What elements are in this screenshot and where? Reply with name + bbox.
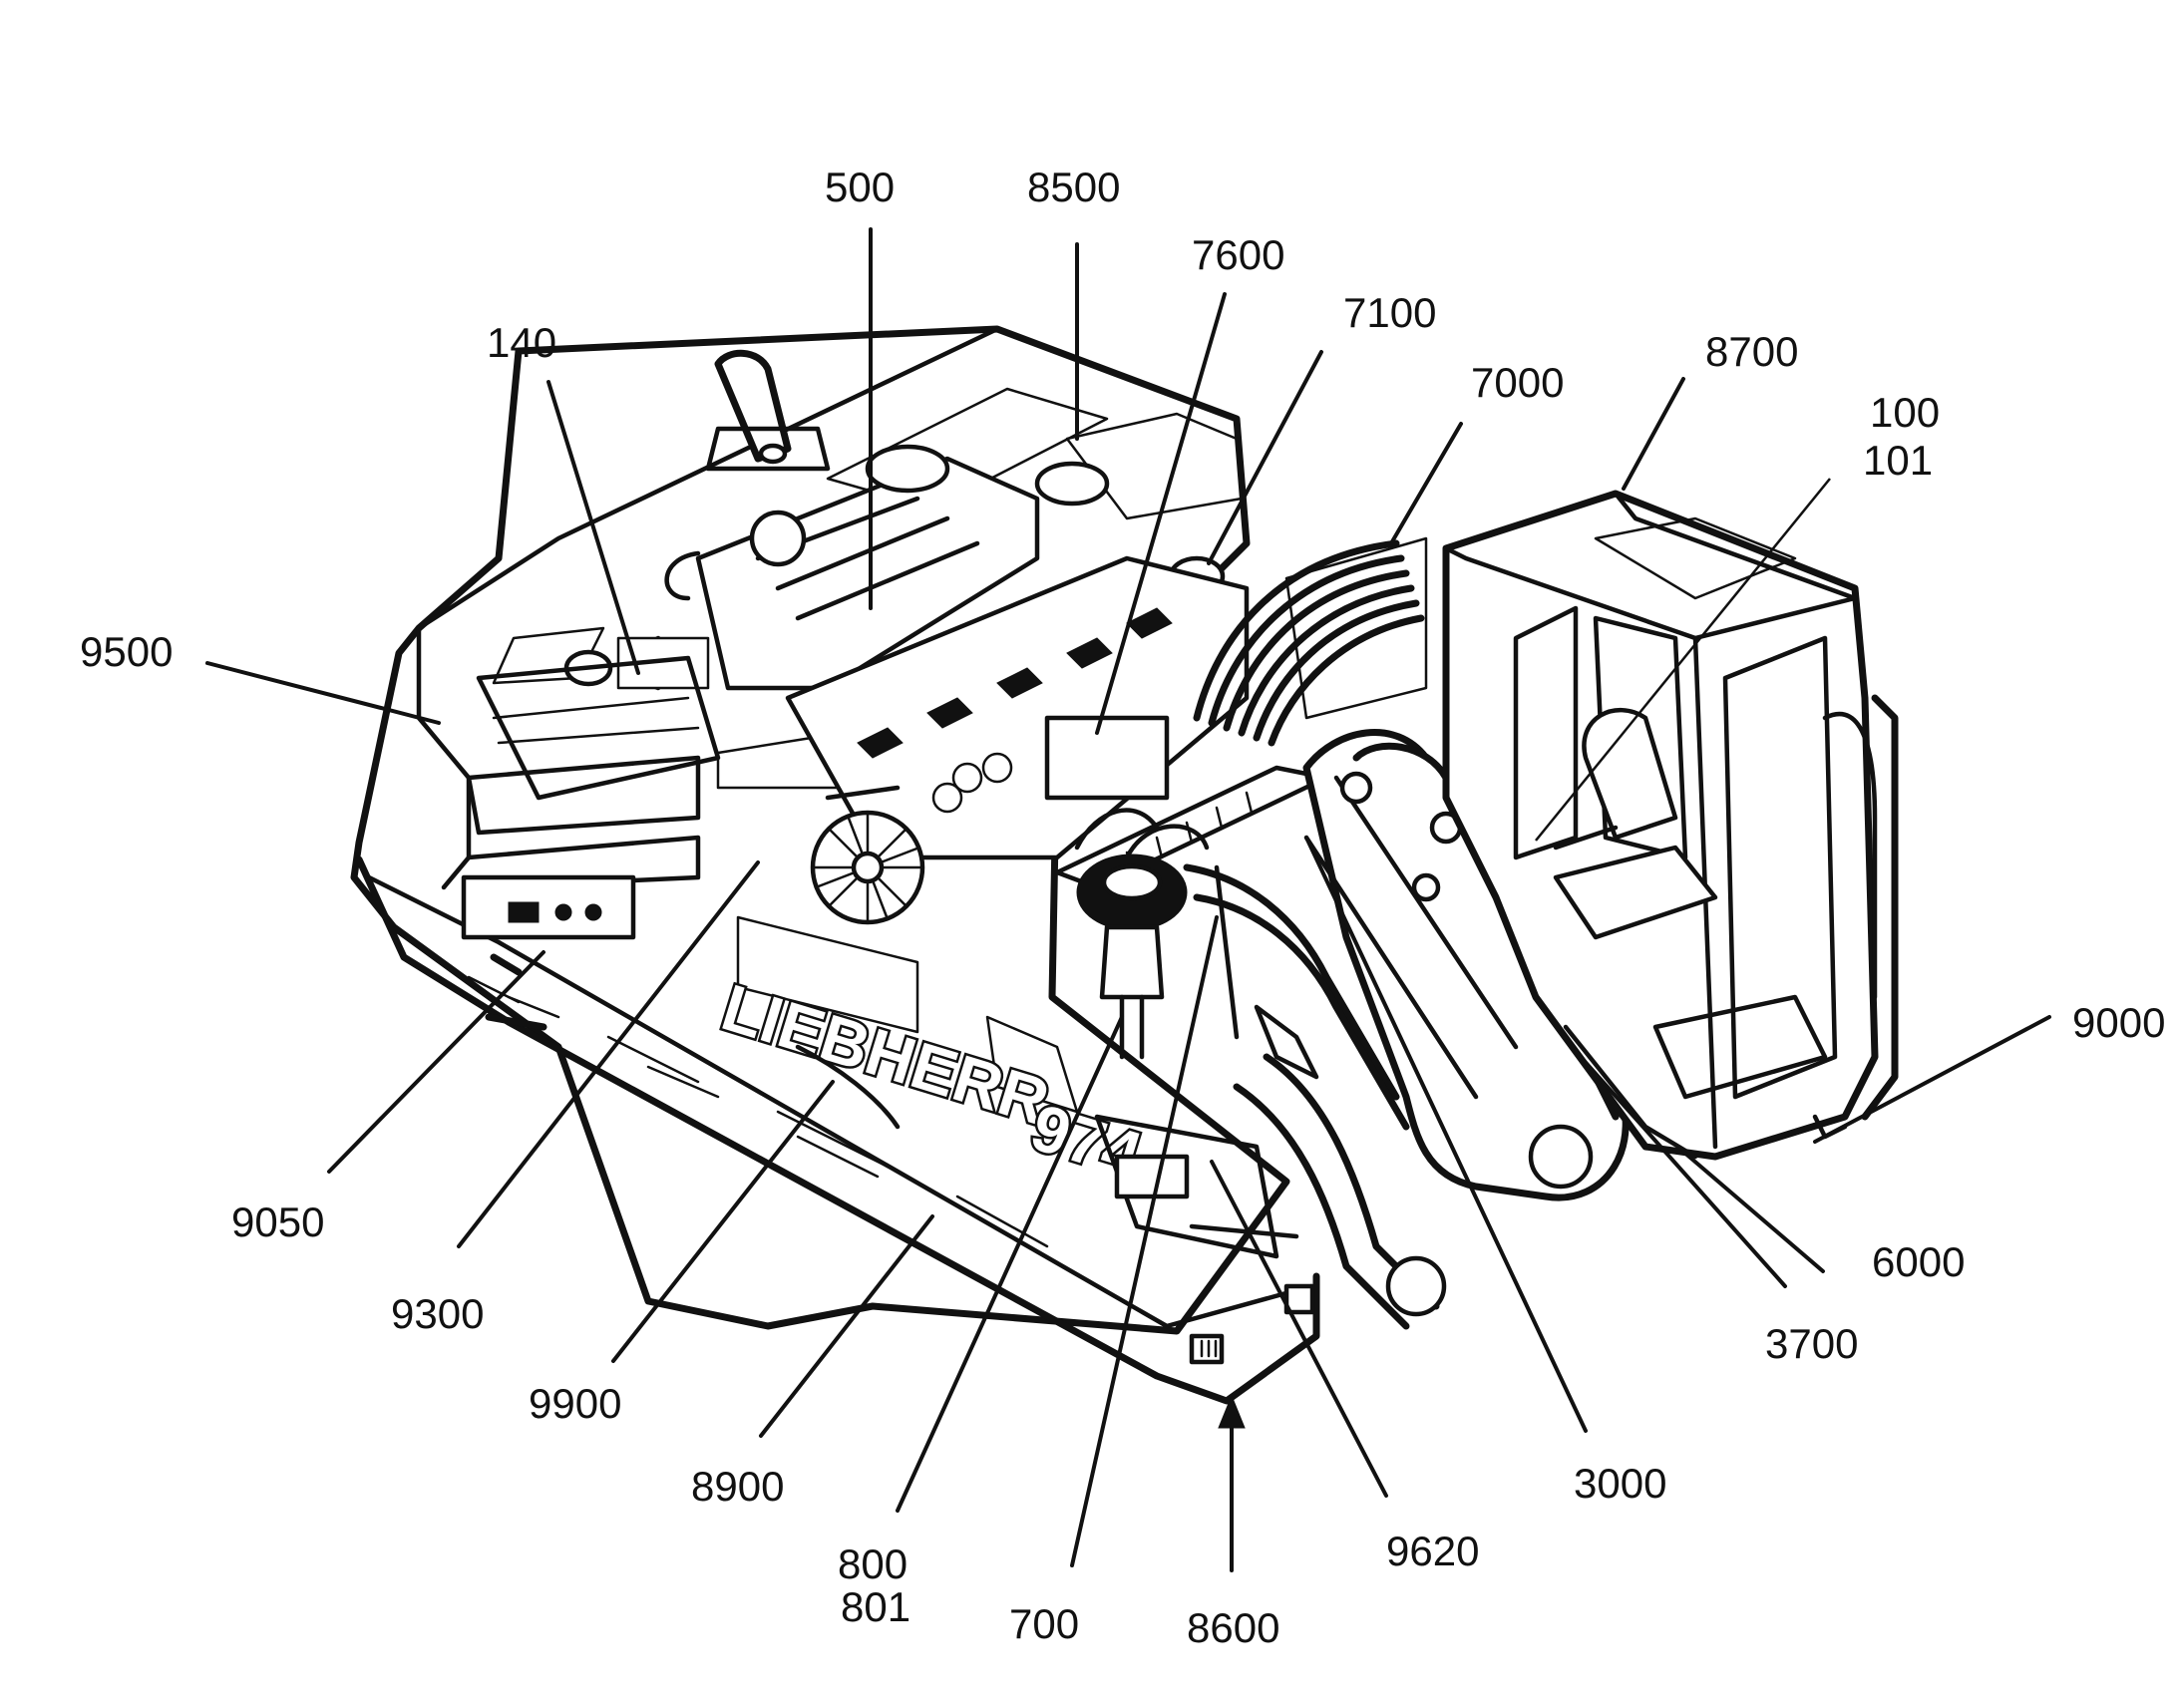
swing-joint [1076, 854, 1240, 1060]
callout-500: 500 [825, 164, 895, 210]
callout-100: 100 [1870, 389, 1940, 436]
exhaust-stack [705, 349, 831, 472]
upper-carriage-body [350, 325, 1320, 1405]
callout-3700: 3700 [1765, 1320, 1858, 1367]
cooling-fan [810, 785, 925, 925]
leader-8900 [759, 1214, 934, 1438]
leader-9000 [1813, 1015, 2051, 1144]
callout-3000: 3000 [1574, 1460, 1666, 1507]
callout-101: 101 [1863, 437, 1933, 484]
rear-compartment [416, 625, 721, 940]
callout-801: 801 [841, 1583, 910, 1630]
leader-8700 [1622, 377, 1685, 491]
leader-9900 [611, 1080, 835, 1363]
callout-9500: 9500 [80, 628, 173, 675]
callout-800: 800 [838, 1540, 908, 1587]
callout-8900: 8900 [691, 1463, 784, 1510]
leader-800 [896, 1015, 1124, 1513]
brand-lettering: LIEBHERR 974 [711, 967, 1152, 1195]
operator-cab [1442, 490, 1899, 1161]
excavator-illustration: LIEBHERR 974 [350, 325, 1899, 1405]
leader-9500 [205, 661, 441, 725]
leader-100 [1535, 478, 1831, 842]
callout-9300: 9300 [391, 1290, 484, 1337]
leader-6000 [1681, 1150, 1825, 1273]
arrow-8600 [1218, 1394, 1246, 1572]
callout-9620: 9620 [1386, 1528, 1479, 1574]
leader-lines [205, 227, 2051, 1572]
rear-frame [795, 1044, 1315, 1365]
leader-7000 [1389, 422, 1463, 545]
callout-9000: 9000 [2072, 999, 2165, 1046]
edge-marks [485, 953, 547, 1031]
callout-9900: 9900 [529, 1380, 621, 1427]
callout-7600: 7600 [1192, 231, 1284, 278]
callout-7100: 7100 [1343, 289, 1436, 336]
callout-8600: 8600 [1187, 1604, 1279, 1651]
callout-6000: 6000 [1872, 1238, 1965, 1285]
leader-140 [546, 380, 640, 675]
boom-assembly [1183, 729, 1630, 1330]
callout-labels: 500 8500 7600 7100 140 7000 8700 100 101… [80, 164, 2165, 1651]
leader-9620 [1210, 1160, 1388, 1498]
leader-3700 [1579, 1055, 1787, 1288]
callout-140: 140 [487, 319, 556, 366]
callout-7000: 7000 [1471, 359, 1564, 406]
leader-9050 [327, 950, 545, 1174]
callout-8700: 8700 [1705, 328, 1798, 375]
callout-700: 700 [1009, 1600, 1079, 1647]
hydraulic-compartment [785, 555, 1250, 860]
callout-8500: 8500 [1027, 164, 1120, 210]
leader-9300 [457, 860, 760, 1248]
leader-7600 [1095, 292, 1227, 735]
leader-7100 [1207, 350, 1323, 565]
leader-700 [1070, 915, 1219, 1567]
callout-9050: 9050 [231, 1198, 324, 1245]
leader-3000 [1304, 836, 1588, 1433]
